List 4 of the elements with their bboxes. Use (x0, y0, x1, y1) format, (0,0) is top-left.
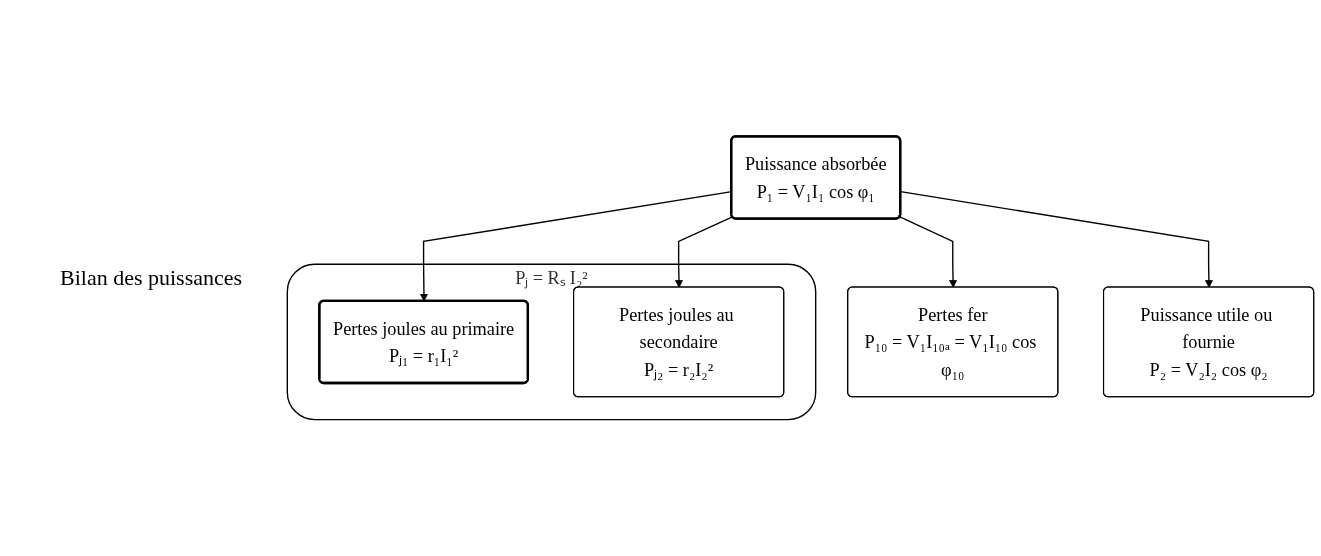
arrow (899, 191, 1213, 288)
arrow (674, 216, 734, 288)
note-text: Bilan des puissances (60, 265, 244, 291)
arrow (899, 216, 958, 288)
